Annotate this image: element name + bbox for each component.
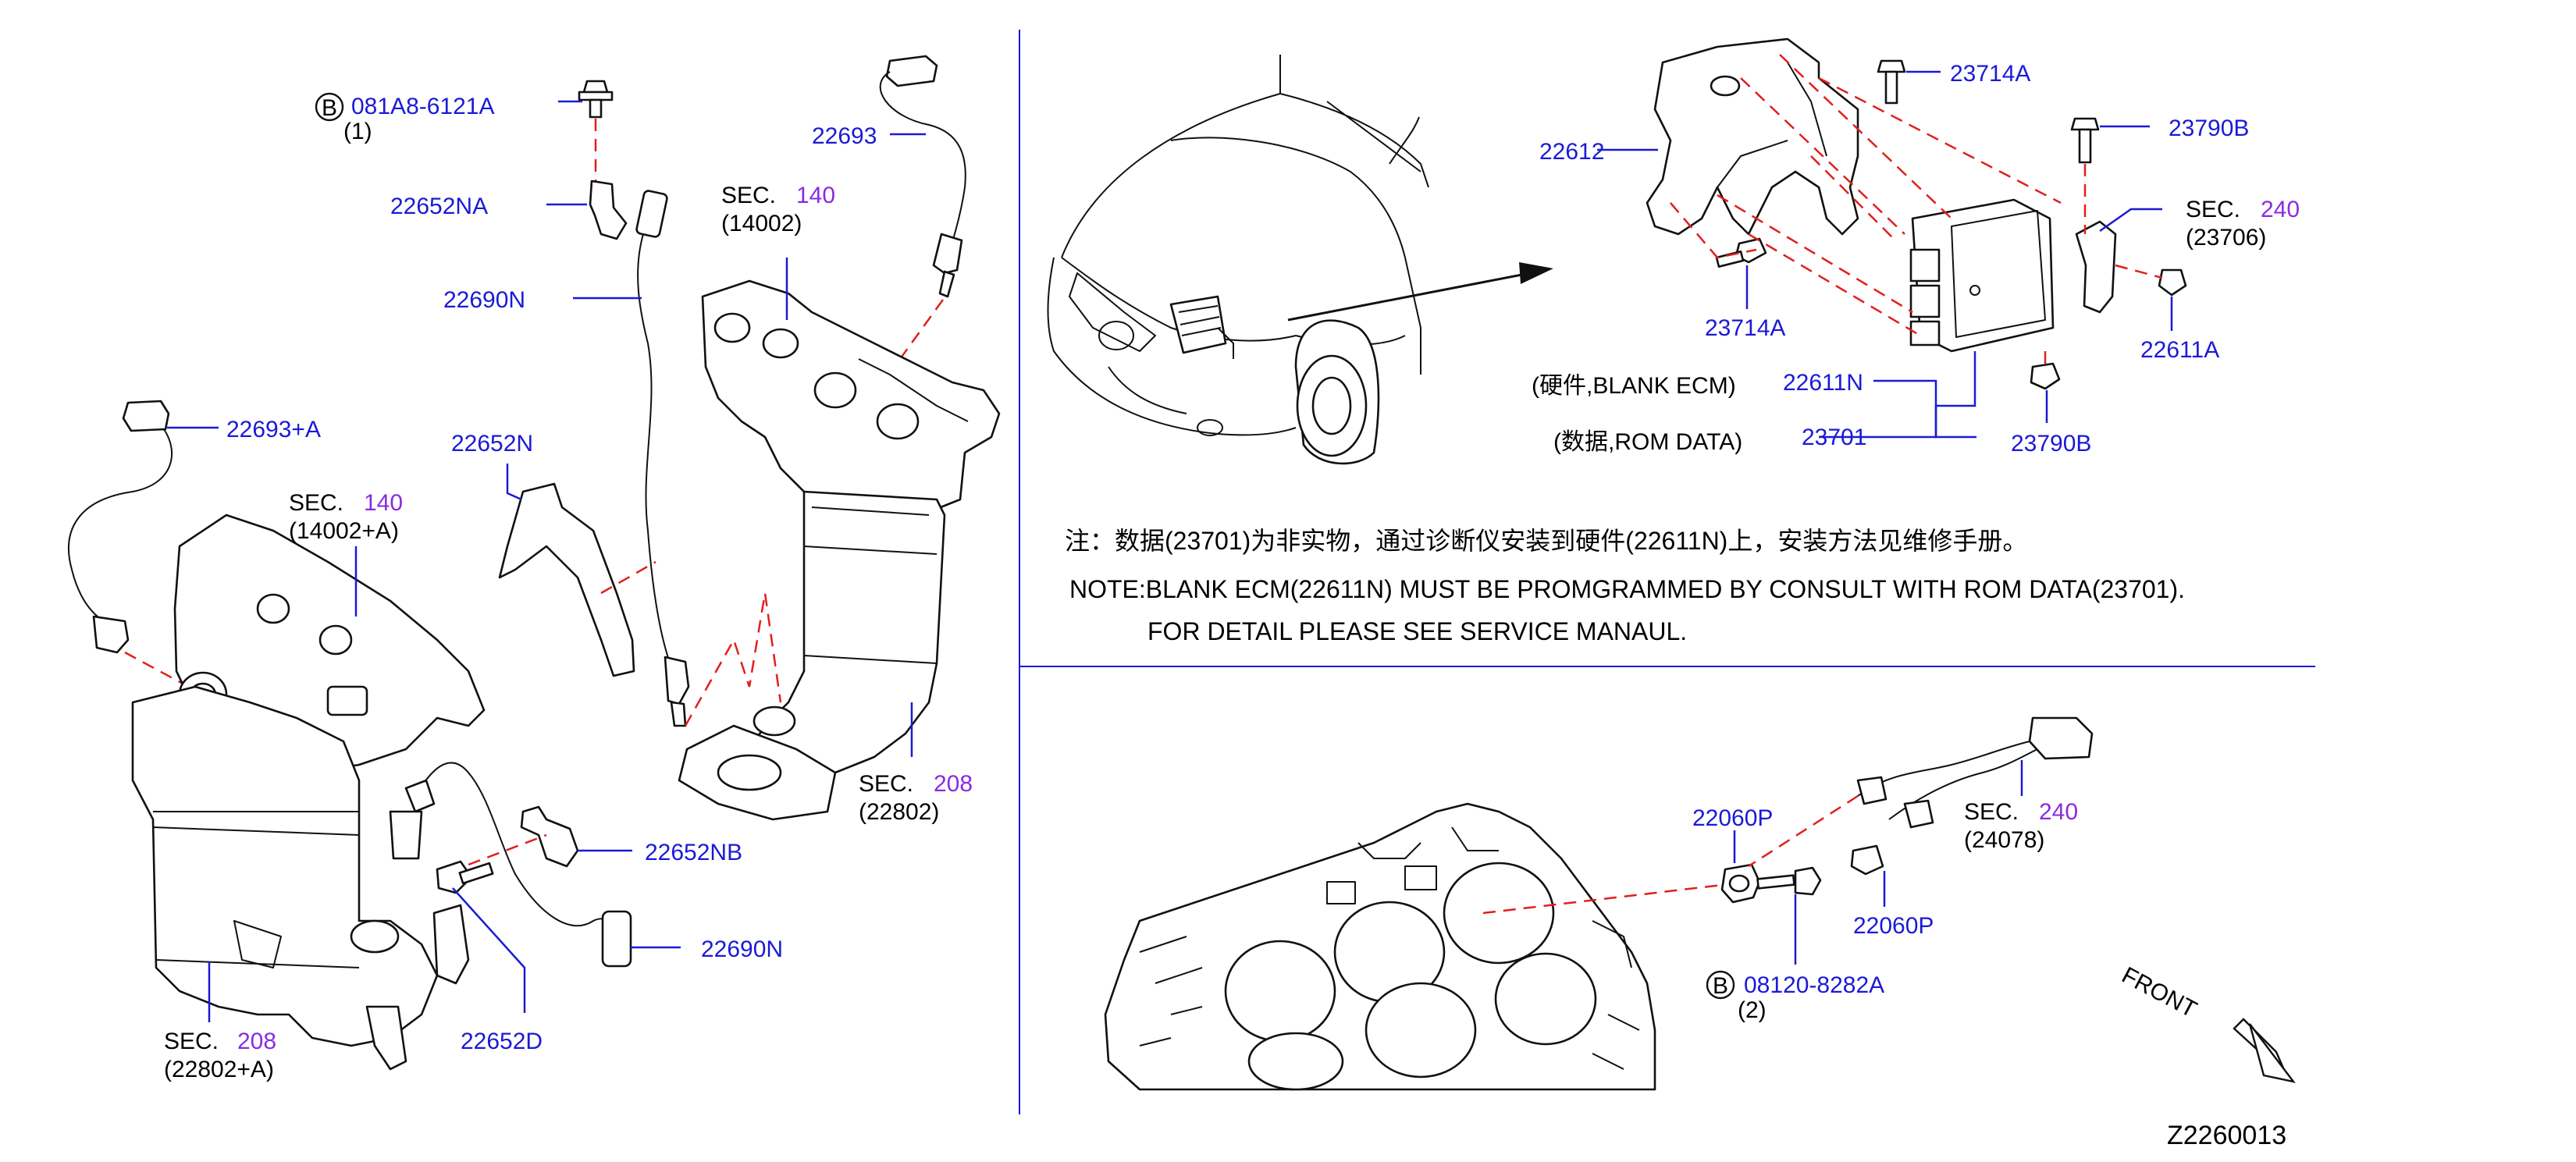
knock-sensor-22060p <box>1720 863 1761 904</box>
bolt-23714a-bottom <box>1715 237 1767 268</box>
bolt-081a8 <box>578 80 614 119</box>
dash-22652nb <box>468 833 547 866</box>
label-22060p-upper: 22060P <box>1692 805 1773 831</box>
ecm-dashed-lines <box>1670 54 2163 367</box>
label-23714a-bottom: 23714A <box>1705 315 1785 341</box>
leader-22611n <box>1873 379 1976 439</box>
dash-22693a-to-manifold <box>124 651 204 696</box>
nut-22611a <box>2158 268 2187 297</box>
ecm-hardware-text: (硬件,BLANK ECM) <box>1532 373 1736 399</box>
circle-b-icon: B <box>315 92 344 122</box>
sec3-prefix: SEC. <box>859 771 913 797</box>
arrow-to-ecm <box>1287 262 1553 322</box>
label-23701: 23701 <box>1802 425 1866 450</box>
label-22652n: 22652N <box>451 431 533 457</box>
catalyst-left <box>131 685 470 1071</box>
note-english-line2: FOR DETAIL PLEASE SEE SERVICE MANAUL. <box>1147 617 1687 645</box>
exhaust-manifold-right <box>701 279 1001 517</box>
sec4-number: 208 <box>237 1029 276 1054</box>
sec3-ref: (22802) <box>859 799 939 825</box>
sec3-number: 208 <box>934 771 973 797</box>
label-23714a-top: 23714A <box>1950 61 2030 87</box>
sensor-22693 <box>879 55 966 298</box>
bracket-22612-hole <box>1710 75 1741 97</box>
bolt-22652d <box>436 860 494 894</box>
bracket-22652nb <box>520 805 579 868</box>
diagram-id: Z2260013 <box>2167 1121 2286 1150</box>
label-22690n-lower: 22690N <box>701 936 783 962</box>
ecm-22611n <box>1909 198 2055 353</box>
bracket-22612-rib <box>1717 62 1827 188</box>
label-22060p-lower: 22060P <box>1853 913 1934 939</box>
dash-22693-to-manifold <box>888 299 945 374</box>
vehicle-front-view <box>1047 55 1429 465</box>
sec4-prefix: SEC. <box>164 1029 219 1054</box>
arrow-front-icon <box>2233 1018 2296 1083</box>
sec2-ref: (14002+A) <box>289 518 399 544</box>
note-chinese: 注：数据(23701)为非实物，通过诊断仪安装到硬件(22611N)上，安装方法… <box>1065 527 2027 555</box>
leader-sec240-ecm <box>2099 208 2162 233</box>
sensor-22693a <box>68 400 173 654</box>
circle-b-icon-2: B <box>1706 970 1735 1000</box>
engine-block <box>1104 802 1656 1091</box>
sec5-number: 240 <box>2261 197 2300 222</box>
label-22611a: 22611A <box>2140 337 2219 363</box>
leader-23701-b <box>1819 406 1937 439</box>
nut-23790b-bottom <box>2030 362 2061 390</box>
front-label: FRONT <box>2118 962 2201 1023</box>
bracket-22612 <box>1646 37 1859 236</box>
sensor-22690n-lower <box>389 762 632 968</box>
sec4-ref: (22802+A) <box>164 1057 274 1082</box>
ecm-data-text: (数据,ROM DATA) <box>1553 429 1742 455</box>
dash-sensor-to-catalyst <box>684 592 782 727</box>
label-22612: 22612 <box>1539 139 1604 165</box>
sensor-22690n-upper <box>635 190 690 727</box>
bolt-23790b-top <box>2070 117 2100 164</box>
dash-harness-to-sensor <box>1748 794 1859 868</box>
sec6-prefix: SEC. <box>1964 799 2019 825</box>
bolt-23714a-top <box>1877 59 1906 105</box>
label-23790b-top: 23790B <box>2169 115 2249 141</box>
leader-22652n <box>506 464 522 501</box>
bracket-22652n <box>498 482 635 677</box>
label-22611n: 22611N <box>1783 370 1863 396</box>
label-08120-qty: (2) <box>1738 997 1767 1023</box>
label-22652nb: 22652NB <box>645 840 742 865</box>
sec6-number: 240 <box>2039 799 2078 825</box>
bracket-23706 <box>2075 220 2117 314</box>
bolt-08120 <box>1756 866 1822 896</box>
catalyst-right <box>678 490 946 821</box>
leader-22652d <box>452 887 526 1013</box>
label-08120-8282a: 08120-8282A <box>1744 972 1884 998</box>
bracket-22652na <box>589 179 628 240</box>
label-22652d: 22652D <box>461 1029 543 1054</box>
harness-24078 <box>1850 716 2094 876</box>
label-081a8-6121a: 081A8-6121A <box>351 94 495 119</box>
label-22693: 22693 <box>812 123 877 149</box>
sec5-prefix: SEC. <box>2186 197 2240 222</box>
label-22690n-upper: 22690N <box>443 287 525 313</box>
circle-b-letter-2: B <box>1713 973 1728 999</box>
dash-22652n <box>600 560 656 595</box>
sec2-prefix: SEC. <box>289 490 343 516</box>
sec6-ref: (24078) <box>1964 827 2044 853</box>
sec1-number: 140 <box>796 183 835 208</box>
note-english-line1: NOTE:BLANK ECM(22611N) MUST BE PROMGRAMM… <box>1069 575 2185 603</box>
leader-23701 <box>1936 351 1976 407</box>
label-22652na: 22652NA <box>390 194 488 219</box>
label-081a8-qty: (1) <box>343 119 372 144</box>
label-22693a: 22693+A <box>226 417 321 442</box>
sec1-ref: (14002) <box>721 211 802 236</box>
sec1-prefix: SEC. <box>721 183 776 208</box>
label-23790b-bottom: 23790B <box>2011 431 2091 457</box>
circle-b-letter: B <box>322 95 337 121</box>
sec5-ref: (23706) <box>2186 225 2266 251</box>
sec2-number: 140 <box>364 490 403 516</box>
